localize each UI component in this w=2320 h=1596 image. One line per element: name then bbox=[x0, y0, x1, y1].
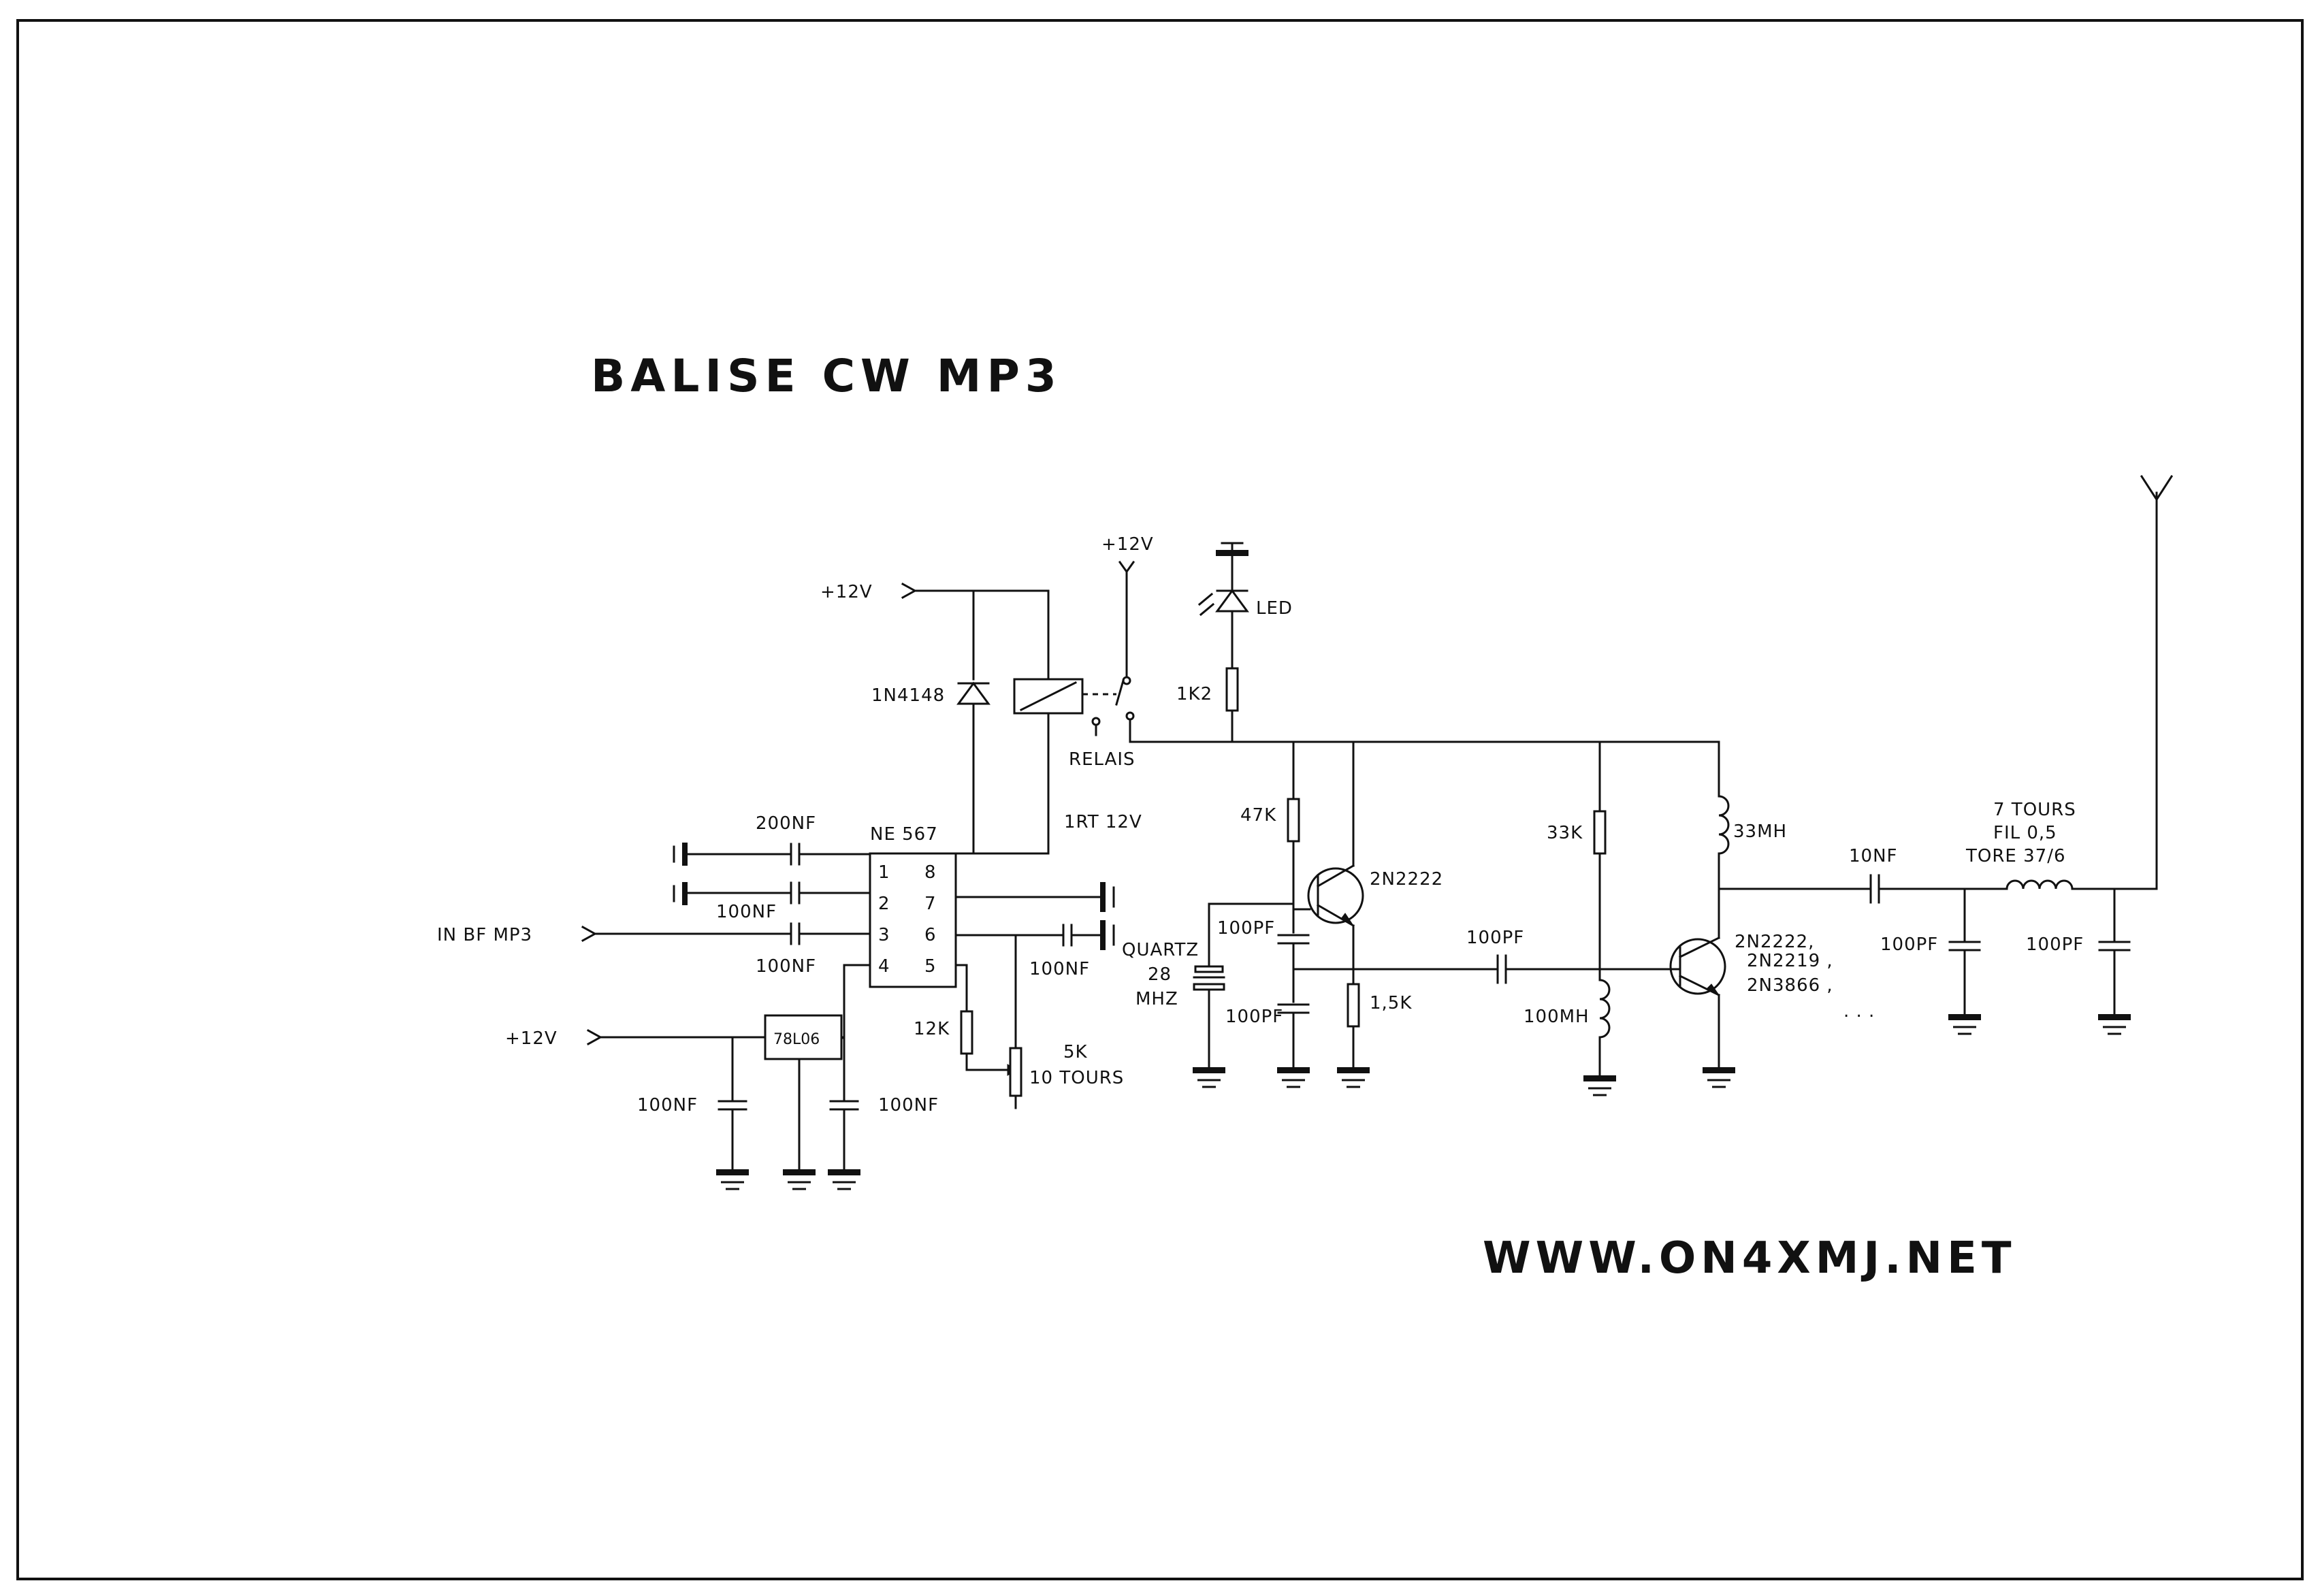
cap-reg-in-label: 100NF bbox=[637, 1095, 698, 1115]
crystal-freq-label: 28 bbox=[1148, 964, 1172, 985]
diode-label: 1N4148 bbox=[871, 685, 945, 706]
ic-pin-4: 4 bbox=[878, 956, 890, 977]
supply-12v-regulator-label: +12V bbox=[505, 1028, 558, 1049]
supply-12v-top-left-label: +12V bbox=[820, 582, 873, 602]
timing-network: 12K 5K 10 TOURS bbox=[914, 964, 1124, 1109]
relay-switch: +12V RELAIS bbox=[1069, 534, 1234, 770]
diode-1n4148: 1N4148 bbox=[871, 589, 990, 855]
coil-line3: TORE 37/6 bbox=[1965, 846, 2066, 866]
cap-filter-2-label: 100PF bbox=[2026, 934, 2084, 955]
regulator-78l06: +12V 78L06 100NF 100NF bbox=[505, 1014, 939, 1190]
pot-value-label: 5K bbox=[1063, 1042, 1088, 1062]
cap-osc-top-label: 100PF bbox=[1217, 918, 1275, 939]
page-border bbox=[16, 19, 2304, 1580]
res-1-5k-label: 1,5K bbox=[1370, 993, 1412, 1013]
ic-pin-5: 5 bbox=[924, 956, 936, 977]
oscillator-stage: 47K 2N2222 1,5K 100PF 100PF bbox=[1122, 740, 1677, 1088]
transistor-amp-line1: 2N2222, bbox=[1735, 932, 1814, 952]
cap-200nf-label: 200NF bbox=[756, 813, 816, 834]
input-bf-mp3: IN BF MP3 100NF bbox=[437, 922, 871, 977]
choke-top-label: 33ΜH bbox=[1733, 821, 1787, 842]
schematic-title: BALISE CW MP3 bbox=[591, 350, 1062, 402]
cap-pin6-label: 100NF bbox=[1029, 959, 1090, 979]
led-label: LED bbox=[1256, 598, 1293, 619]
cap-osc-bottom-label: 100PF bbox=[1225, 1007, 1283, 1027]
transistor-osc-label: 2N2222 bbox=[1370, 869, 1443, 890]
supply-12v-relay-label: +12V bbox=[1101, 534, 1154, 555]
relay-coil: 1RT 12V bbox=[1013, 589, 1142, 855]
pin7-ground bbox=[954, 882, 1115, 912]
ic-pin-8: 8 bbox=[924, 862, 936, 883]
cap-pin2-label: 100NF bbox=[716, 902, 777, 922]
ic-pin-2: 2 bbox=[878, 894, 890, 914]
transistor-amp-line2: 2N2219 , bbox=[1747, 951, 1833, 971]
led-resistor-label: 1K2 bbox=[1176, 684, 1212, 704]
ic-name: NE 567 bbox=[870, 824, 938, 845]
ic-pin-6: 6 bbox=[924, 925, 936, 945]
supply-12v-top-left: +12V bbox=[820, 582, 1050, 602]
ic-ne567: NE 567 1 2 3 4 8 7 6 5 bbox=[869, 824, 957, 988]
crystal-unit-label: MHZ bbox=[1135, 989, 1178, 1009]
res-33k-label: 33K bbox=[1547, 823, 1583, 843]
cap-filter-1-label: 100PF bbox=[1880, 934, 1938, 955]
cap-coupling-label: 100PF bbox=[1466, 928, 1524, 948]
ic-pin-7: 7 bbox=[924, 894, 936, 914]
ic-pin-1: 1 bbox=[878, 862, 890, 883]
transistor-amp-line3: 2N3866 , bbox=[1747, 975, 1833, 996]
cap-pin3-label: 100NF bbox=[756, 956, 816, 977]
crystal-label: QUARTZ bbox=[1122, 940, 1199, 960]
coil-line1: 7 TOURS bbox=[1993, 800, 2076, 820]
pot-type-label: 10 TOURS bbox=[1029, 1068, 1124, 1088]
res-12k-label: 12K bbox=[914, 1019, 950, 1039]
led-branch: LED 1K2 bbox=[1176, 542, 1293, 743]
cap-10nf-label: 10NF bbox=[1849, 846, 1898, 866]
output-filter: 100PF 7 TOURS FIL 0,5 TORE 37/6 100PF bbox=[1880, 474, 2174, 1035]
ic-pin-3: 3 bbox=[878, 925, 890, 945]
cap-reg-out-label: 100NF bbox=[878, 1095, 939, 1115]
relay-label: RELAIS bbox=[1069, 749, 1135, 770]
coil-line2: FIL 0,5 bbox=[1993, 823, 2057, 843]
cap-pin6: 100NF bbox=[954, 920, 1115, 1049]
choke-base-label: 100ΜH bbox=[1524, 1007, 1590, 1027]
cap-pin2: 100NF bbox=[673, 881, 871, 922]
relay-coil-label: 1RT 12V bbox=[1064, 812, 1142, 832]
website-url: WWW.ON4XMJ.NET bbox=[1483, 1233, 2016, 1284]
input-label: IN BF MP3 bbox=[437, 925, 532, 945]
res-47k-label: 47K bbox=[1240, 805, 1276, 826]
regulator-name: 78L06 bbox=[773, 1031, 820, 1048]
cap-200nf: 200NF bbox=[673, 813, 871, 866]
transistor-amp-line4: . . . bbox=[1843, 1001, 1875, 1022]
amplifier-stage: 33K 100ΜH 2N2222, 2N2219 , 2N3866 , . . … bbox=[1524, 740, 2008, 1096]
